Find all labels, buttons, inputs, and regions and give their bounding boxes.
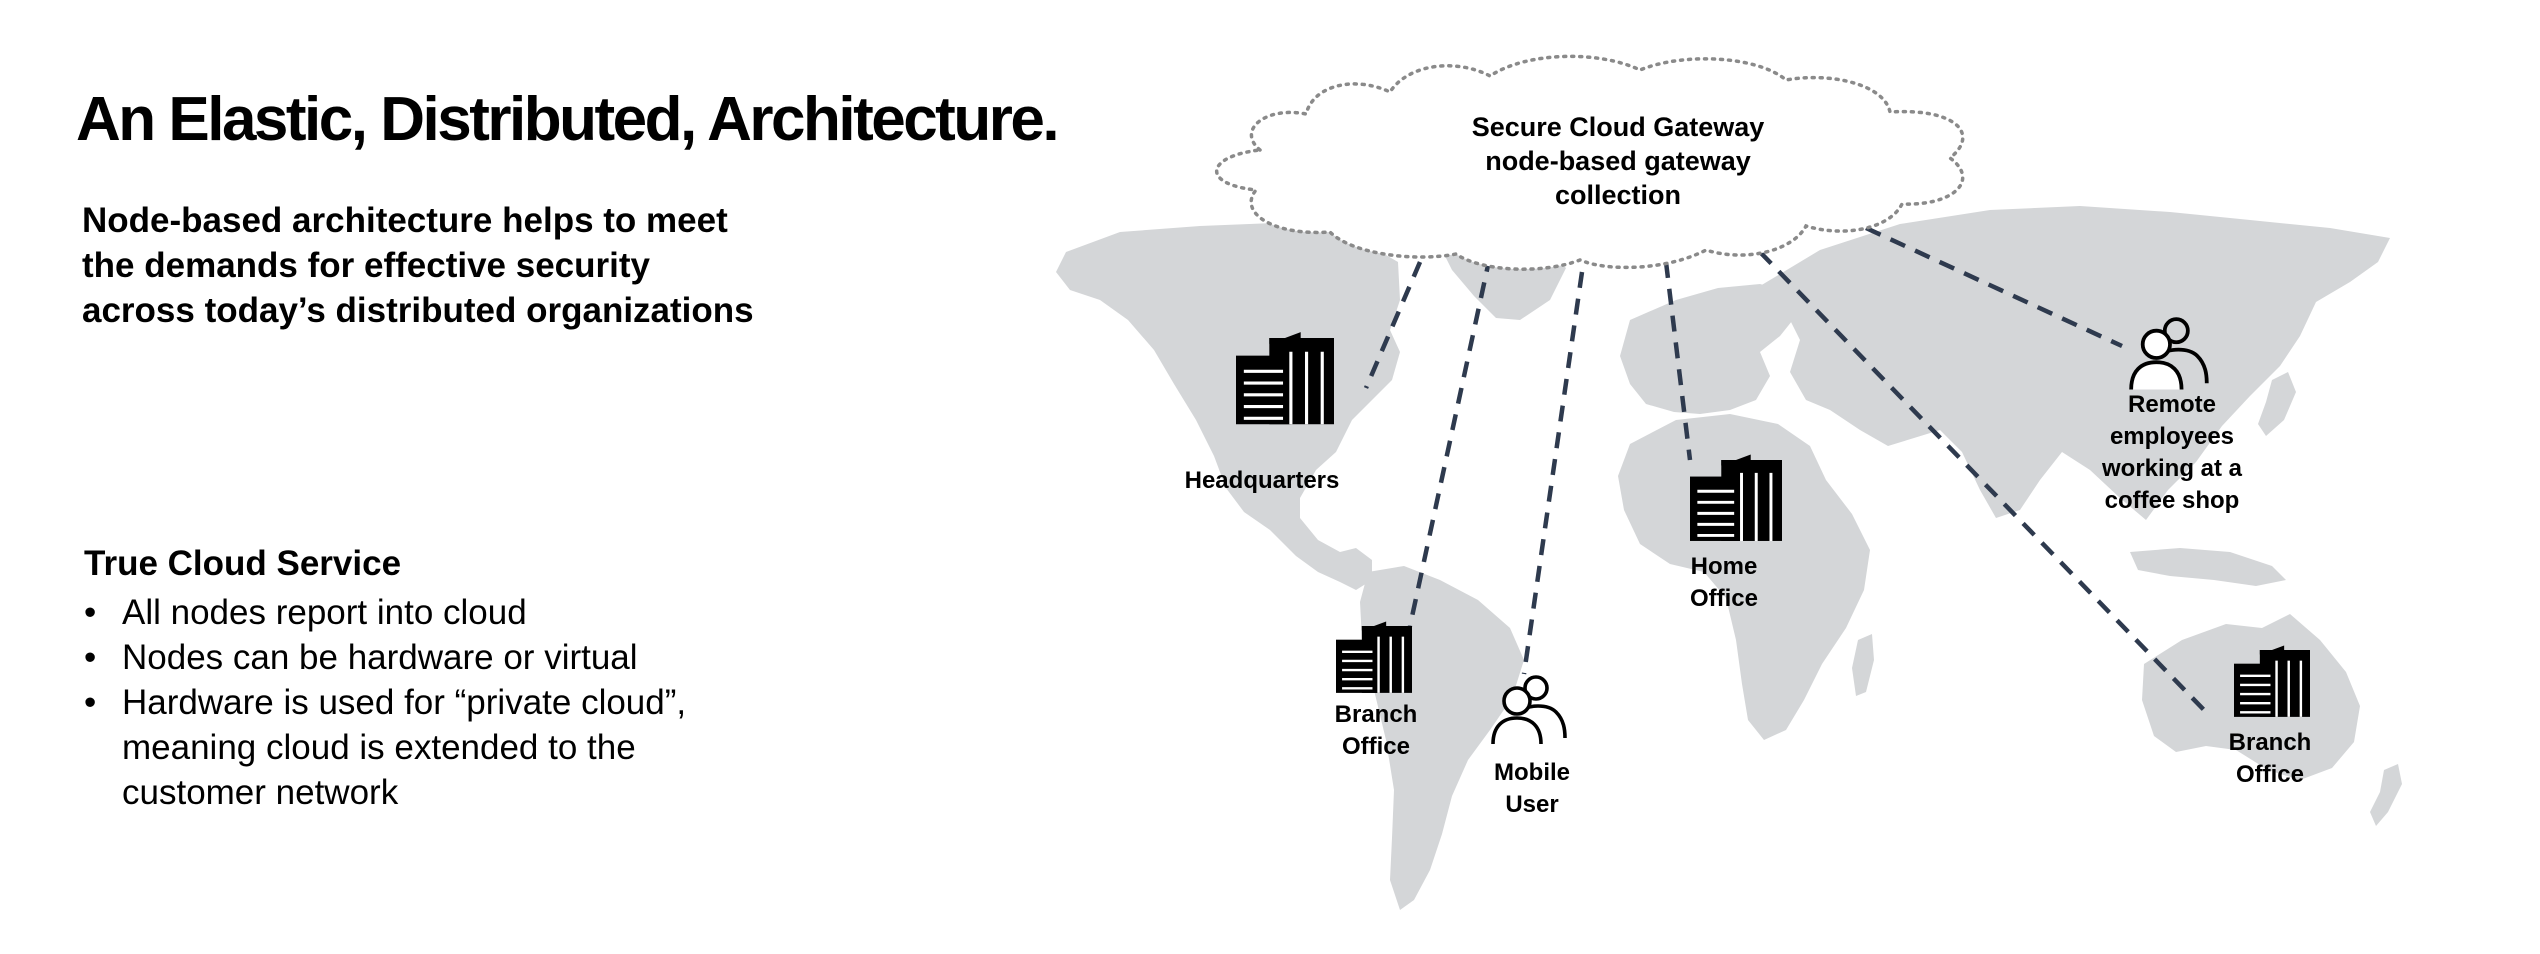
cloud-shape (1215, 54, 1965, 271)
page-title: An Elastic, Distributed, Architecture. (76, 85, 1060, 154)
africa-landmass (1618, 414, 1870, 740)
node-label-line: Headquarters (1185, 467, 1340, 494)
node-label-line: Mobile (1494, 759, 1570, 786)
cloud-label-line: node-based gateway (1485, 146, 1751, 176)
node-label-line: coffee shop (2105, 487, 2240, 514)
node-mobile-user: Mobile User (1491, 675, 1570, 818)
node-label-line: Office (2236, 761, 2304, 788)
link-home-office (1663, 261, 1693, 461)
bullet-item: Hardware is used for “private cloud”, me… (82, 680, 782, 815)
japan-landmass (2258, 372, 2296, 436)
bullet-list: All nodes report into cloud Nodes can be… (82, 590, 782, 815)
link-branch-office-americas (1407, 255, 1493, 627)
node-branch-office-americas: Branch Office (1334, 620, 1418, 760)
node-label-line: Branch (2229, 729, 2312, 756)
section-heading: True Cloud Service (84, 544, 402, 583)
link-headquarters (1363, 261, 1423, 389)
node-label-line: Branch (1335, 701, 1418, 728)
madagascar-landmass (1852, 634, 1874, 696)
node-remote-employees: Remote employees working at a coffee sho… (2101, 317, 2243, 514)
node-home-office: Home Office (1688, 453, 1784, 612)
node-label-line: Home (1691, 553, 1758, 580)
node-label-line: Office (1342, 733, 1410, 760)
link-remote-employees (1865, 225, 2123, 349)
node-label-line: employees (2110, 423, 2234, 450)
asia-landmass (1760, 206, 2390, 520)
node-branch-office-australia: Branch Office (2229, 644, 2312, 788)
cloud-label-line: collection (1555, 180, 1681, 210)
north-america-landmass (1056, 222, 1400, 590)
europe-landmass (1620, 284, 1796, 414)
node-label-line: Remote (2128, 391, 2216, 418)
node-label-line: Office (1690, 585, 1758, 612)
maritime-asia-landmass (2130, 548, 2286, 586)
office-building-icon (1334, 620, 1414, 695)
node-headquarters: Headquarters (1185, 330, 1340, 494)
link-mobile-user (1521, 271, 1585, 675)
node-label-line: working at a (2101, 455, 2243, 482)
intro-paragraph: Node-based architecture helps to meet th… (82, 201, 754, 330)
connection-links (1363, 225, 2206, 712)
new-zealand-landmass (2370, 764, 2402, 826)
bullet-item: All nodes report into cloud (82, 590, 782, 635)
bullet-item: Nodes can be hardware or virtual (82, 635, 782, 680)
cloud-label: Secure Cloud Gateway node-based gateway … (1472, 112, 1765, 210)
node-label-line: User (1505, 791, 1558, 818)
cloud-label-line: Secure Cloud Gateway (1472, 112, 1765, 142)
